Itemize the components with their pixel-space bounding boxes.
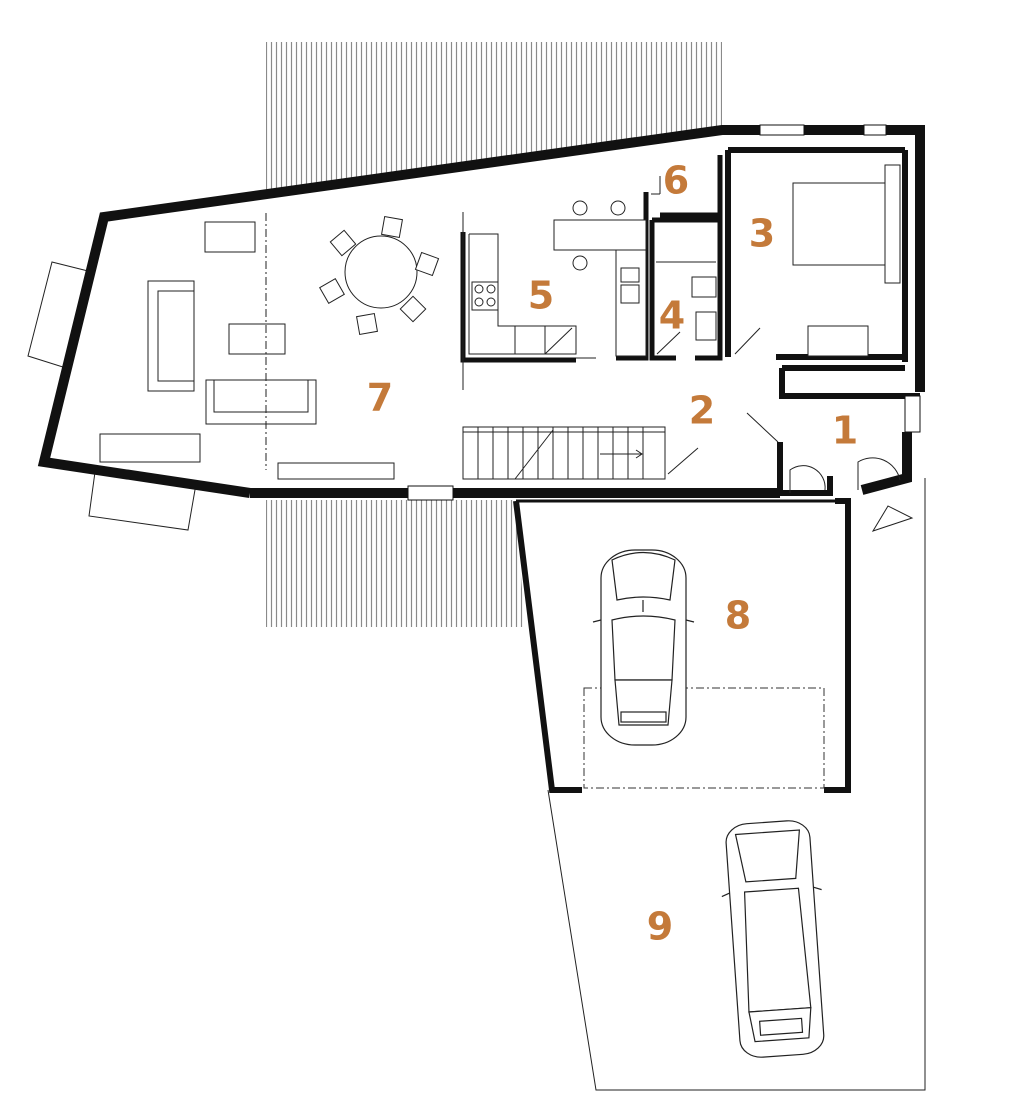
- room-number-1: 1: [832, 409, 858, 453]
- room-number-5: 5: [528, 274, 554, 318]
- walls: [37, 125, 925, 793]
- doors: [656, 327, 914, 532]
- room-number-3: 3: [749, 212, 775, 256]
- room-number-7: 7: [367, 376, 393, 420]
- windows: [407, 124, 921, 501]
- room-number-2: 2: [689, 389, 715, 433]
- driveway-outline: [547, 478, 926, 1091]
- living-furniture: [99, 213, 395, 480]
- room-number-4: 4: [659, 294, 685, 338]
- bedroom-furniture: [792, 164, 901, 357]
- terrace-north: [266, 42, 722, 193]
- room-number-6: 6: [663, 159, 689, 203]
- bath-furniture: [651, 176, 717, 341]
- room-number-8: 8: [725, 594, 751, 638]
- room-labels: 1 2 3 4 5 6 7 8 9: [367, 159, 858, 949]
- kitchen-furniture: [462, 200, 647, 390]
- staircase: [462, 426, 666, 480]
- balconies: [27, 261, 197, 531]
- room-number-9: 9: [647, 905, 673, 949]
- car-sports: [592, 549, 695, 746]
- car-wagon: [721, 820, 825, 1058]
- terrace-south: [266, 500, 525, 627]
- garage-door-track: [583, 687, 825, 789]
- dining-set: [319, 215, 440, 336]
